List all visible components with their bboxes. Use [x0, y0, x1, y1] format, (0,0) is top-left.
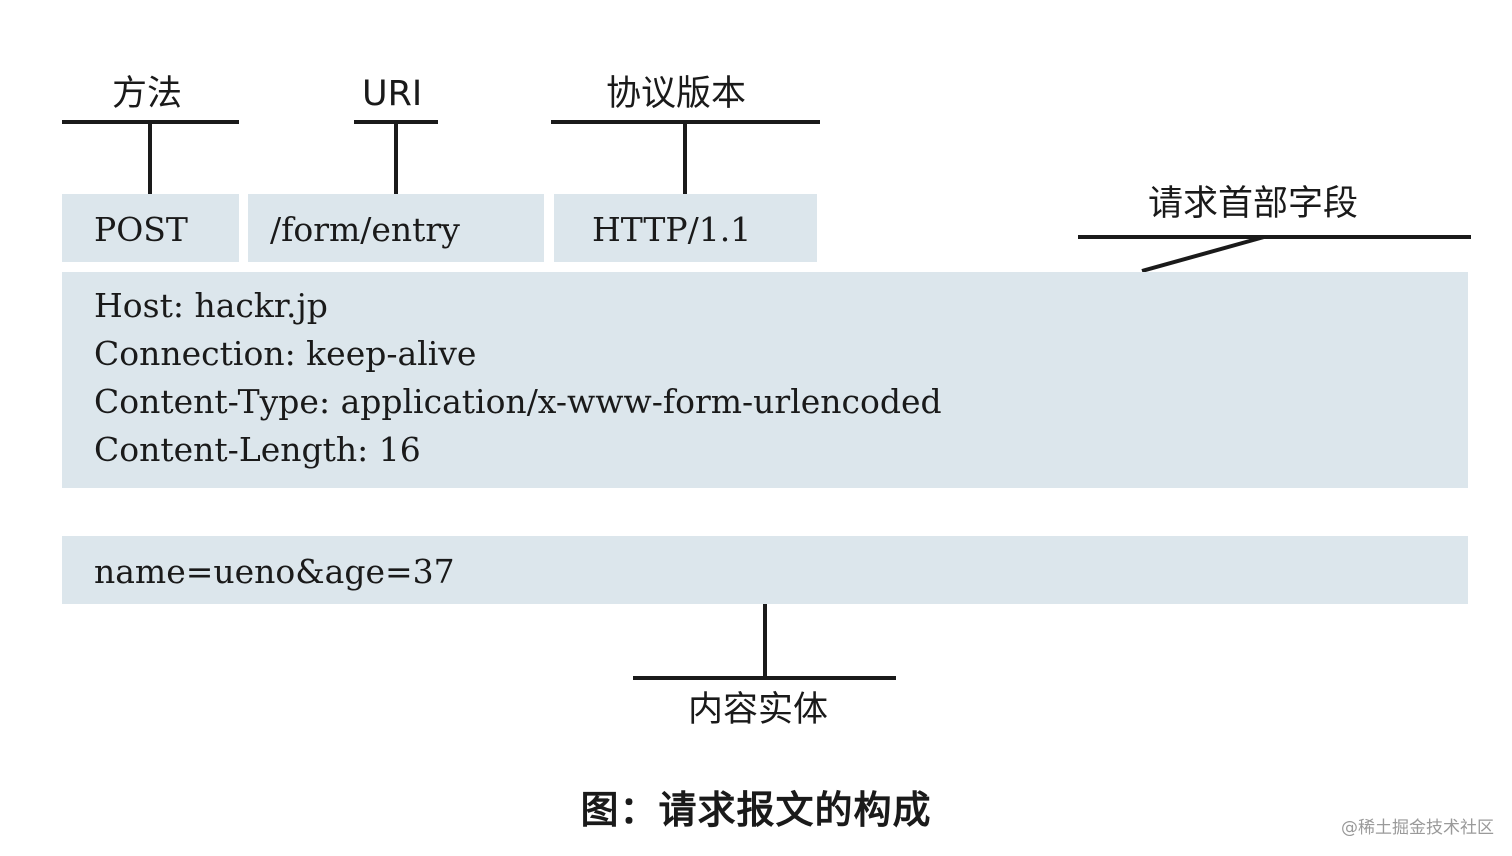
- version-box: HTTP/1.1: [554, 194, 817, 262]
- method-value: POST: [94, 210, 188, 249]
- version-label: 协议版本: [606, 74, 747, 114]
- header-line: Connection: keep-alive: [94, 334, 477, 373]
- uri-callout-stem: [394, 120, 398, 194]
- headers-callout-pointer: [1141, 235, 1265, 273]
- body-callout-bar: [633, 676, 896, 680]
- headers-label: 请求首部字段: [1148, 184, 1359, 224]
- header-line: Content-Length: 16: [94, 430, 421, 469]
- body-callout-stem: [763, 604, 767, 678]
- header-line: Host: hackr.jp: [94, 286, 328, 325]
- version-value: HTTP/1.1: [592, 210, 752, 249]
- watermark: @稀土掘金技术社区: [1341, 818, 1494, 838]
- uri-box: /form/entry: [248, 194, 544, 262]
- header-line: Content-Type: application/x-www-form-url…: [94, 382, 942, 421]
- figure-caption: 图：请求报文的构成: [580, 788, 932, 832]
- headers-callout-bar: [1078, 235, 1471, 239]
- method-label: 方法: [112, 74, 183, 114]
- body-label: 内容实体: [688, 690, 829, 730]
- version-callout-stem: [683, 120, 687, 194]
- headers-box: Host: hackr.jp Connection: keep-alive Co…: [62, 272, 1468, 488]
- uri-value: /form/entry: [270, 210, 460, 249]
- method-callout-stem: [148, 120, 152, 194]
- body-value: name=ueno&age=37: [94, 552, 455, 591]
- body-box: name=ueno&age=37: [62, 536, 1468, 604]
- uri-label: URI: [362, 74, 423, 114]
- method-box: POST: [62, 194, 239, 262]
